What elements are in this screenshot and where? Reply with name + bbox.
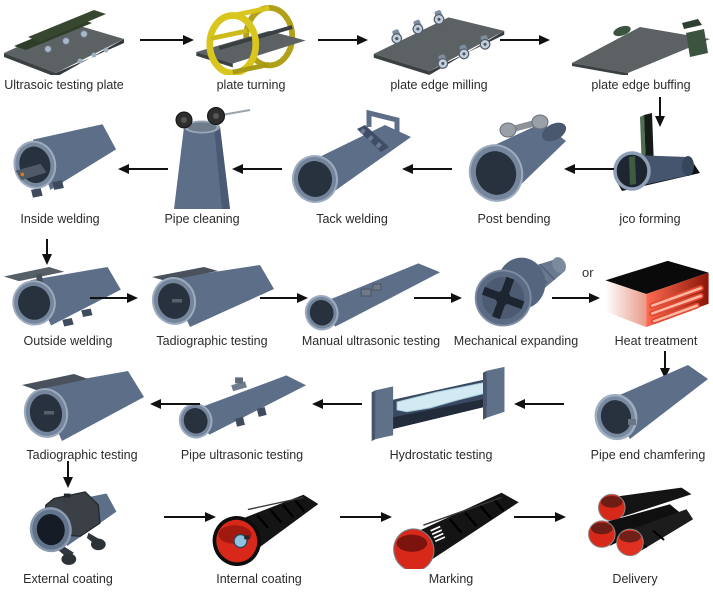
flow-arrow-down xyxy=(61,461,74,488)
step-label: Inside welding xyxy=(20,212,100,226)
step-tadiographic-testing-1: Tadiographic testing xyxy=(142,254,282,348)
internal-coating-image xyxy=(212,494,319,567)
step-ultrasoic-testing-plate: Ultrasoic testing plate xyxy=(2,4,126,92)
flow-arrow-right xyxy=(340,510,392,523)
pipe-cleaning-image xyxy=(174,107,251,209)
tadiographic-testing-image xyxy=(22,371,144,441)
step-label: Marking xyxy=(428,572,474,586)
or-connector-label: or xyxy=(582,265,594,280)
mechanical-expanding-image xyxy=(474,257,566,327)
manual-ultrasonic-testing-image xyxy=(304,263,441,331)
step-delivery: Delivery xyxy=(564,486,706,586)
step-inside-welding: Inside welding xyxy=(2,102,118,226)
step-label: Ultrasoic testing plate xyxy=(4,78,124,92)
step-plate-edge-milling: plate edge milling xyxy=(364,4,514,92)
step-tack-welding: Tack welding xyxy=(284,102,420,226)
step-pipe-ultrasonic-testing: Pipe ultrasonic testing xyxy=(172,356,312,462)
flow-arrow-right xyxy=(164,510,216,523)
step-label: Internal coating xyxy=(216,572,302,586)
flow-arrow-right xyxy=(514,510,566,523)
inside-welding-image xyxy=(13,124,117,198)
delivery-image xyxy=(588,487,694,557)
flow-arrow-left xyxy=(402,162,452,175)
step-label: Tadiographic testing xyxy=(26,448,138,462)
step-outside-welding: Outside welding xyxy=(2,254,134,348)
external-coating-image xyxy=(29,491,117,565)
tack-welding-image xyxy=(291,109,411,203)
step-label: Manual ultrasonic testing xyxy=(301,334,441,348)
step-heat-treatment: Heat treatment xyxy=(598,254,713,348)
step-label: Pipe end chamfering xyxy=(590,448,706,462)
flow-arrow-right xyxy=(552,291,600,304)
step-mechanical-expanding: Mechanical expanding xyxy=(452,254,580,348)
step-manual-ultrasonic-testing: Manual ultrasonic testing xyxy=(298,254,444,348)
step-plate-turning: plate turning xyxy=(190,4,312,92)
step-label: Heat treatment xyxy=(614,334,698,348)
step-label: Outside welding xyxy=(23,334,113,348)
pipe-end-chamfering-image xyxy=(594,365,708,441)
step-label: plate edge milling xyxy=(390,78,488,92)
ultrasoic-testing-plate-image xyxy=(4,10,124,75)
heat-treatment-image xyxy=(605,260,709,328)
flow-arrow-left xyxy=(118,162,168,175)
flow-arrow-right xyxy=(140,33,194,46)
pipe-ultrasonic-testing-image xyxy=(178,375,307,439)
plate-edge-buffing-image xyxy=(572,19,710,75)
step-label: Tadiographic testing xyxy=(156,334,268,348)
step-label: plate edge buffing xyxy=(591,78,691,92)
hydrostatic-testing-image xyxy=(371,366,505,442)
flow-arrow-left xyxy=(514,397,564,410)
plate-turning-image xyxy=(196,4,306,75)
step-pipe-end-chamfering: Pipe end chamfering xyxy=(582,356,713,462)
marking-text-lines xyxy=(430,525,446,543)
step-tadiographic-testing-2: Tadiographic testing xyxy=(12,356,152,462)
tadiographic-testing-image xyxy=(151,265,274,327)
step-label: Post bending xyxy=(477,212,551,226)
flow-arrow-left xyxy=(564,162,614,175)
flow-arrow-down xyxy=(40,239,53,265)
flow-arrow-right xyxy=(90,291,138,304)
step-label: Pipe ultrasonic testing xyxy=(180,448,304,462)
flow-arrow-left xyxy=(150,397,200,410)
plate-edge-milling-image xyxy=(373,10,505,75)
flow-arrow-down xyxy=(653,97,666,127)
step-label: External coating xyxy=(23,572,113,586)
flow-arrow-left xyxy=(312,397,362,410)
step-marking: Marking xyxy=(380,486,522,586)
flow-arrow-right xyxy=(414,291,462,304)
step-plate-edge-buffing: plate edge buffing xyxy=(570,4,712,92)
flow-arrow-left xyxy=(232,162,282,175)
step-label: Mechanical expanding xyxy=(453,334,579,348)
step-external-coating: External coating xyxy=(4,486,132,586)
step-jco-forming: jco forming xyxy=(588,102,712,226)
step-label: jco forming xyxy=(619,212,681,226)
marking-image xyxy=(393,492,519,569)
flow-arrow-down xyxy=(658,351,671,379)
step-post-bending: Post bending xyxy=(450,102,578,226)
step-label: Delivery xyxy=(612,572,658,586)
step-hydrostatic-testing: Hydrostatic testing xyxy=(366,356,516,462)
step-label: Hydrostatic testing xyxy=(389,448,493,462)
step-label: Pipe cleaning xyxy=(164,212,240,226)
outside-welding-image xyxy=(3,267,121,327)
flow-arrow-right xyxy=(260,291,308,304)
step-label: Tack welding xyxy=(316,212,388,226)
post-bending-image xyxy=(468,114,567,202)
step-internal-coating: Internal coating xyxy=(196,486,322,586)
flow-arrow-right xyxy=(500,33,550,46)
step-pipe-cleaning: Pipe cleaning xyxy=(150,102,254,226)
flow-arrow-right xyxy=(318,33,368,46)
jco-forming-image xyxy=(613,113,700,191)
milling-rollers xyxy=(391,10,491,69)
step-label: plate turning xyxy=(216,78,286,92)
